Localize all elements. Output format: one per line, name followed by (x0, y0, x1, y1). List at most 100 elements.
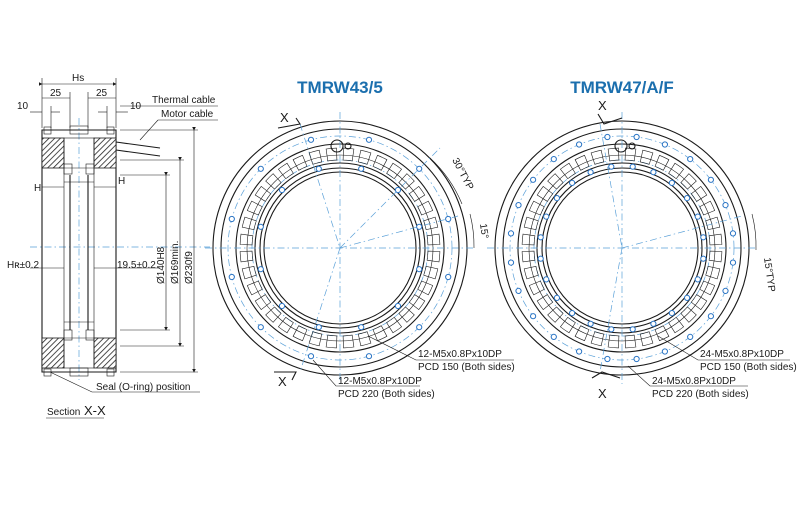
ring-slot (639, 331, 654, 347)
inner-bolt-hole (543, 276, 550, 283)
right-inner-holes (537, 163, 707, 333)
ring-slot (668, 162, 685, 180)
inner-bolt-hole (629, 326, 636, 333)
left-angle-15: 15° (477, 223, 490, 240)
cable-line-1 (115, 141, 161, 149)
left-ring-view: TMRW43/5 30°TYP 15° (205, 78, 515, 400)
ring-slot (325, 147, 338, 162)
right-x-top: X (598, 98, 607, 113)
ring-slot (423, 265, 439, 280)
ring-slot (528, 200, 545, 216)
inner-bolt-hole (416, 266, 423, 273)
outer-bolt-hole (661, 141, 669, 148)
inner-bolt-hole (257, 266, 264, 273)
outer-bolt-hole (707, 313, 715, 320)
left-inner-holes-spec: 12-M5x0.8Px10DP (418, 349, 502, 360)
ring-slot (292, 325, 308, 342)
ring-slot (241, 265, 257, 280)
outer-bolt-hole (507, 230, 515, 237)
dim-d230: Ø230f9 (184, 251, 195, 284)
ring-slot (426, 250, 441, 263)
cable-line-2 (115, 149, 161, 157)
dim-h-right: H (118, 176, 125, 187)
inner-bolt-hole (416, 223, 423, 230)
ring-slot (590, 331, 605, 347)
dim-d169: Ø169min. (170, 241, 181, 284)
ring-slot (357, 331, 372, 347)
inner-bolt-hole (694, 213, 701, 220)
ring-slot (547, 173, 564, 190)
ring-slot (265, 173, 282, 190)
motor-cable-label: Motor cable (161, 109, 214, 120)
inner-bolt-hole (394, 302, 402, 310)
ring-slot (607, 334, 620, 349)
outer-bolt-hole (729, 230, 737, 237)
inner-bolt-hole (650, 169, 657, 176)
ring-slot (654, 154, 670, 171)
outer-bolt-hole (445, 273, 452, 281)
right-inner-holes-spec: 24-M5x0.8Px10DP (700, 349, 784, 360)
ring-slot (417, 280, 434, 296)
left-x-bottom: X (278, 374, 287, 389)
left-ring-slots (239, 147, 441, 349)
ring-slot (246, 200, 263, 216)
right-outer-holes (507, 133, 737, 363)
inner-bolt-hole (650, 320, 657, 327)
ring-slot (386, 316, 403, 334)
ring-slot (559, 316, 576, 334)
section-id: X-X (84, 403, 106, 418)
outer-bolt-hole (550, 333, 557, 340)
ring-slot (265, 306, 282, 323)
ring-slot (523, 265, 539, 280)
dim-hs: Hs (72, 73, 84, 84)
ring-slot (574, 325, 590, 342)
right-angle-15: 15°TYP (761, 257, 777, 293)
inner-bolt-hole (257, 223, 264, 230)
inner-bolt-hole (587, 320, 594, 327)
outer-bolt-hole (722, 287, 729, 294)
outer-bolt-hole (530, 176, 537, 183)
left-ring-geometry (205, 112, 475, 384)
left-outer-holes-spec: 12-M5x0.8Px10DP (338, 376, 422, 387)
ring-slot (417, 200, 434, 216)
ring-slot (523, 216, 539, 231)
outer-bolt-hole (661, 348, 669, 355)
ring-slot (254, 185, 272, 202)
ring-slot (559, 162, 576, 180)
inner-bolt-hole (608, 163, 615, 170)
outer-bolt-hole (307, 353, 315, 360)
inner-bolt-hole (358, 324, 365, 331)
ring-slot (708, 233, 723, 246)
ring-slot (699, 200, 716, 216)
inner-bolt-hole (553, 294, 561, 301)
left-view-title: TMRW43/5 (297, 78, 383, 97)
ring-slot (342, 334, 355, 349)
outer-bolt-hole (604, 133, 611, 141)
dim-h-left: H (34, 183, 41, 194)
stator-top-left-hatch (41, 137, 65, 169)
dim-10-right: 10 (130, 101, 142, 112)
outer-bolt-hole (633, 355, 640, 363)
inner-bolt-hole (537, 234, 544, 241)
inner-bolt-hole (608, 326, 615, 333)
outer-bolt-hole (722, 202, 729, 209)
inner-bolt-hole (684, 294, 691, 301)
left-outer-holes-pcd: PCD 220 (Both sides) (338, 389, 435, 400)
section-outline (41, 129, 117, 373)
ring-slot (536, 294, 554, 311)
ring-slot (357, 149, 372, 165)
ring-slot (547, 306, 564, 323)
outer-bolt-hole (228, 215, 235, 223)
outer-bolt-hole (576, 348, 583, 355)
outer-bolt-hole (257, 324, 264, 331)
outer-bolt-hole (228, 273, 235, 281)
left-outer-holes (228, 136, 452, 360)
outer-bolt-hole (687, 156, 694, 163)
outer-bolt-hole (550, 156, 557, 163)
outer-bolt-hole (307, 136, 315, 143)
inner-bolt-hole (684, 195, 691, 202)
dim-10-left: 10 (17, 101, 29, 112)
ring-slot (408, 294, 426, 311)
outer-bolt-hole (515, 287, 522, 294)
